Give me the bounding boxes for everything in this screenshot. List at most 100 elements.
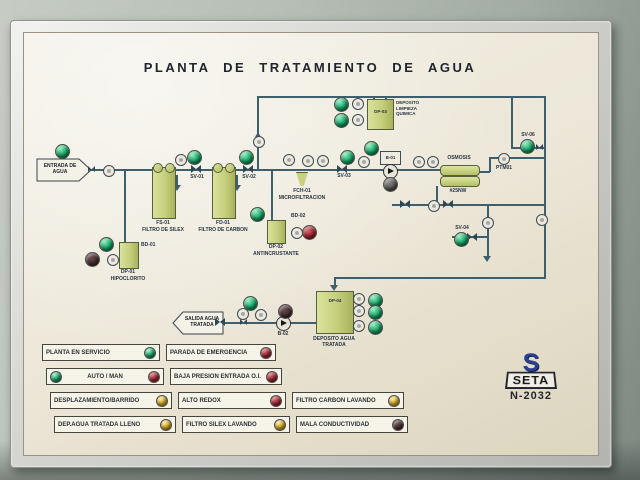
salida-flag [172,311,224,335]
pipe [392,204,545,206]
b02-label: B-02 [277,331,289,337]
osmosis-membrane-2 [440,176,480,187]
gauge-icon [103,165,115,177]
flow-arrow-icon [483,256,491,266]
osmosis-label: OSMOSIS [447,155,471,161]
red-indicator-light-off [392,418,404,431]
green-indicator-light [243,296,258,311]
osmosis-membrane-1 [440,165,480,176]
legend-planta-en-servicio: PLANTA EN SERVICIO [42,344,160,361]
red-indicator-light [270,394,282,407]
legend-alto-redox: ALTO REDOX [178,392,286,409]
check-valve-icon [240,319,247,326]
green-indicator-light [250,207,265,222]
legend-auto-man: AUTO / MAN [46,368,164,385]
legend-label: DEP.AGUA TRATADA LLENO [58,421,141,428]
yellow-indicator-light [388,394,400,407]
b01-tag: B-01 [385,155,396,160]
green-indicator-light [187,150,202,165]
sv03-label: SV-03 [337,173,351,179]
gauge-icon [482,217,494,229]
pump-box-b01: B-01 [380,151,401,165]
fd01-name-label: FILTRO DE CARBON [198,227,248,233]
green-indicator-light [99,237,114,252]
entrada-label: ENTRADA DE AGUA [40,163,80,175]
valve-icon [400,200,410,209]
pipe [88,169,440,171]
gauge-icon [413,156,425,168]
pipe [487,204,489,258]
flow-arrow-icon [173,185,181,195]
pipe [478,171,490,173]
green-indicator-light [368,320,383,335]
salida-label: SALIDA AGUA TRATADA [182,316,222,328]
legend-label: DESPLAZAMIENTO/BARRIDO [54,397,140,404]
legend-label: PARADA DE EMERGENCIA [170,349,248,356]
level-gauge-icon [353,305,365,317]
green-indicator-light [239,150,254,165]
red-indicator-light-off [85,252,100,267]
red-indicator-light [266,370,278,383]
gauge-icon [283,154,295,166]
microfilter-icon [296,172,308,186]
gauge-icon [255,309,267,321]
legend-label: BAJA PRESION ENTRADA O.I. [174,373,261,380]
pipe [271,170,273,221]
dp03-tag: DP-03 [374,109,387,114]
green-indicator-light [368,305,383,320]
dp04-tag: DP-04 [328,298,342,303]
pipe [373,96,375,101]
sv06-label: SV-06 [521,132,535,138]
pipe [489,157,545,159]
legend-label: MALA CONDUCTIVIDAD [300,421,370,428]
valve-icon [443,200,453,209]
legend-mala-conductividad: MALA CONDUCTIVIDAD [296,416,408,433]
legend-filtro-silex-lavando: FILTRO SILEX LAVANDO [182,416,290,433]
gauge-ptm01-icon [498,153,510,165]
red-indicator-light [148,370,160,383]
gauge-icon [317,155,329,167]
fd01-tag-label: FD-01 [216,220,230,226]
tank-dp04: DP-04 [316,291,354,334]
legend-label: AUTO / MAN [87,373,123,380]
dp01-tag-label: DP-01 [120,269,136,275]
pipe [176,175,178,186]
pipe [335,277,546,279]
gauge-icon [427,156,439,168]
pump-b02-icon [276,316,291,331]
green-indicator-light [340,150,355,165]
green-indicator-light [364,141,379,156]
dp01-name-label: HIPOCLORITO [110,276,146,282]
legend-filtro-carbon-lavando: FILTRO CARBON LAVANDO [292,392,404,409]
valve-sv04-icon [467,233,477,242]
flow-arrow-icon [233,185,241,195]
valve-icon [536,144,543,151]
red-indicator-light [260,346,272,359]
green-indicator-light [144,346,156,359]
pipe [385,96,387,101]
pipe [334,277,336,287]
gauge-icon [352,98,364,110]
pipe [489,157,491,172]
tank-dp02 [267,220,286,244]
manufacturer-logo: S SETA N-2032 [488,351,574,402]
tank-dp01 [119,242,139,269]
fch01-name-label: MICROFILTRACION [278,195,326,201]
green-indicator-light [454,232,469,247]
panel-frame [10,20,612,468]
green-indicator-light [55,144,70,159]
legend-baja-presion-entrada-oi: BAJA PRESION ENTRADA O.I. [170,368,282,385]
dp03-name-label: DEPOSITO LIMPIEZA QUIMICA [396,100,420,116]
flow-arrow-icon [330,285,338,295]
valve-sv02-icon [243,165,253,174]
pipe [436,186,438,205]
panel-title: PLANTA DE TRATAMIENTO DE AGUA [143,60,477,75]
gauge-icon [107,254,119,266]
pipe [236,175,238,186]
yellow-indicator-light [160,418,172,431]
osmosis-model-label: #25NW [449,188,467,194]
valve-icon [215,318,225,327]
check-valve-icon [88,166,95,173]
legend-desplazamiento-barrido: DESPLAZAMIENTO/BARRIDO [50,392,172,409]
gauge-icon [428,200,440,212]
